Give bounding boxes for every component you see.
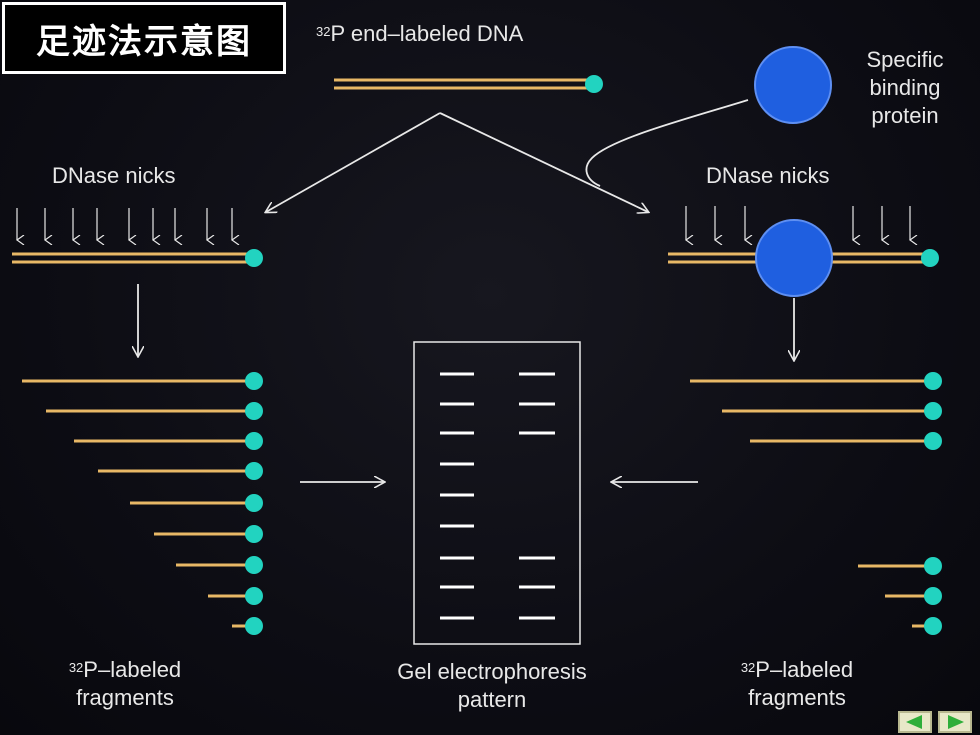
gel-lane-left: [440, 372, 474, 620]
left-dna-label-end: [245, 249, 263, 267]
binding-protein: [754, 46, 832, 124]
arrow-to-left: [266, 112, 441, 212]
top-dna: [334, 75, 603, 93]
left-dna: [12, 249, 263, 267]
triangle-left-icon: [906, 715, 922, 729]
right-isotope-number: 32: [740, 660, 756, 675]
right-dna: [668, 219, 939, 297]
top-dna-label-end: [585, 75, 603, 93]
left-fragments: [22, 372, 263, 635]
right-nicks-label: DNase nicks: [706, 163, 830, 188]
arrow-to-right: [439, 112, 648, 212]
protein-label-line-2: binding: [869, 75, 941, 100]
left-fragments-line-1: P–labeled: [83, 657, 182, 682]
prev-slide-button[interactable]: [898, 711, 932, 733]
left-nick-arrows: [17, 208, 232, 240]
triangle-right-icon: [948, 715, 964, 729]
isotope-number: 32: [316, 24, 331, 39]
protein-label-line-3: protein: [871, 103, 939, 128]
right-fragments-line-1: P–labeled: [755, 657, 854, 682]
right-fragments-label: 32P–labeled fragments: [712, 656, 882, 712]
right-fragments-line-2: fragments: [748, 685, 846, 710]
bound-protein: [755, 219, 833, 297]
gel-label: Gel electrophoresis pattern: [352, 658, 632, 714]
gel-label-line-1: Gel electrophoresis: [397, 659, 587, 684]
protein-label: Specific binding protein: [842, 46, 968, 130]
title-box: 足迹法示意图: [2, 2, 286, 74]
gel-label-line-2: pattern: [457, 687, 527, 712]
left-nicks-label: DNase nicks: [52, 163, 176, 188]
page-title: 足迹法示意图: [36, 21, 252, 62]
protein-label-line-1: Specific: [866, 47, 944, 72]
protein-connector: [585, 99, 749, 187]
right-nick-arrows: [686, 206, 910, 240]
right-dna-label-end: [921, 249, 939, 267]
top-dna-label-text: P end–labeled DNA: [330, 21, 524, 46]
right-fragments: [690, 372, 942, 635]
top-dna-label: 32P end–labeled DNA: [316, 20, 523, 48]
next-slide-button[interactable]: [938, 711, 972, 733]
left-isotope-number: 32: [68, 660, 84, 675]
gel-lane-right: [519, 372, 555, 620]
gel-box: [413, 341, 581, 645]
left-fragments-label: 32P–labeled fragments: [40, 656, 210, 712]
left-fragments-line-2: fragments: [76, 685, 174, 710]
